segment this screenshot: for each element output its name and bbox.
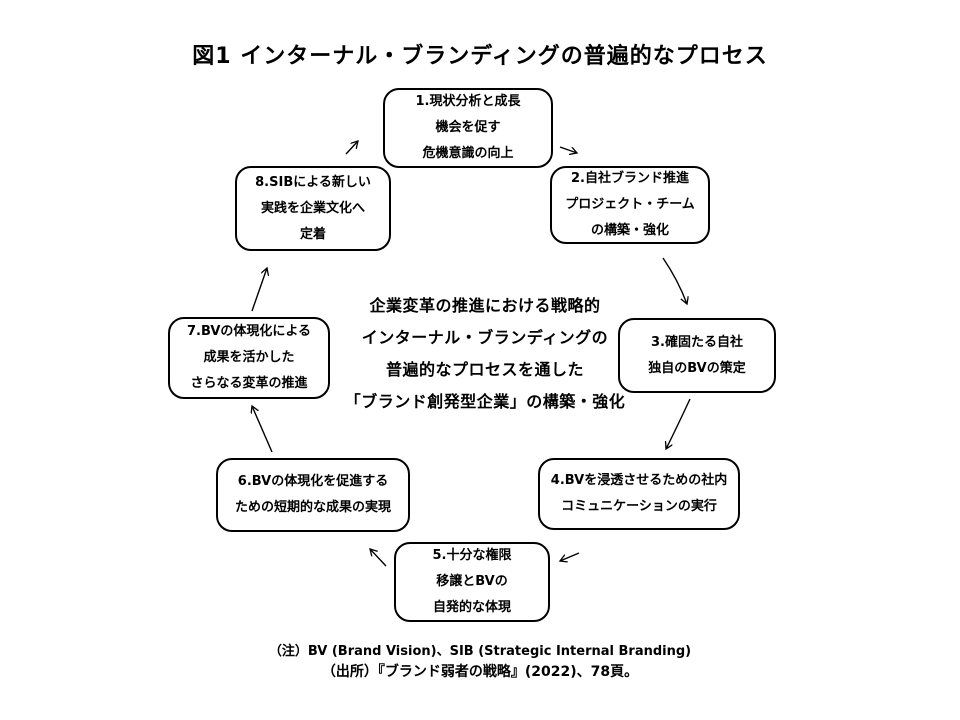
step-text-line: 6.BVの体現化を促進する: [237, 474, 389, 489]
step-text-line: 5.十分な権限: [432, 548, 512, 563]
arrow-step5-to-step6: [370, 549, 387, 567]
process-step-8: 8.SIBによる新しい 実践を企業文化へ 定着: [235, 166, 391, 251]
arrow-step1-to-step2: [559, 146, 577, 153]
center-statement: 企業変革の推進における戦略的 インターナル・ブランディングの 普遍的なプロセスを…: [320, 290, 650, 418]
step-text-line: コミュニケーションの実行: [561, 499, 717, 514]
step-text-line: 自発的な体現: [432, 600, 511, 615]
step-text-line: 危機意識の向上: [422, 146, 514, 161]
center-statement-line: インターナル・ブランディングの: [361, 328, 609, 347]
center-statement-line: 「ブランド創発型企業」の構築・強化: [344, 392, 626, 411]
note-line: （注）BV (Brand Vision)、SIB (Strategic Inte…: [268, 644, 692, 659]
process-step-7: 7.BVの体現化による 成果を活かした さらなる変革の推進: [168, 317, 330, 399]
step-text-line: 機会を促す: [435, 120, 501, 135]
step-text-line: 実践を企業文化へ: [260, 200, 365, 216]
step-text-line: 定着: [299, 226, 326, 242]
source-line: （出所）『ブランド弱者の戦略』(2022)、78頁。: [321, 664, 639, 680]
process-step-6: 6.BVの体現化を促進する ための短期的な成果の実現: [216, 458, 410, 532]
center-statement-line: 企業変革の推進における戦略的: [369, 296, 601, 315]
step-text-line: ための短期的な成果の実現: [234, 500, 391, 515]
process-step-2: 2.自社ブランド推進 プロジェクト・チーム の構築・強化: [550, 166, 710, 244]
arrow-step6-to-step7: [252, 406, 273, 453]
diagram-title: 図1 インターナル・ブランディングの普遍的なプロセス: [192, 44, 768, 69]
step-text-line: 3.確固たる自社: [651, 334, 743, 350]
arrow-step8-to-step1: [345, 141, 358, 155]
center-statement-line: 普遍的なプロセスを通した: [385, 360, 584, 379]
step-text-line: 7.BVの体現化による: [186, 324, 312, 339]
footnotes: （注）BV (Brand Vision)、SIB (Strategic Inte…: [0, 642, 960, 682]
step-text-line: 1.現状分析と成長: [415, 94, 521, 109]
step-text-line: プロジェクト・チーム: [565, 197, 695, 212]
step-text-line: の構築・強化: [590, 223, 669, 238]
process-step-4: 4.BVを浸透させるための社内 コミュニケーションの実行: [538, 458, 740, 530]
arrow-step4-to-step5: [560, 552, 580, 561]
arrow-step2-to-step3: [662, 257, 687, 304]
step-text-line: 8.SIBによる新しい: [255, 174, 371, 190]
step-text-line: 移譲とBVの: [436, 574, 508, 589]
process-step-5: 5.十分な権限 移譲とBVの 自発的な体現: [394, 542, 550, 622]
step-text-line: 独自のBVの策定: [648, 360, 746, 376]
step-text-line: 成果を活かした: [203, 350, 295, 365]
step-text-line: 2.自社ブランド推進: [571, 171, 689, 186]
step-text-line: 4.BVを浸透させるための社内: [550, 473, 728, 488]
step-text-line: さらなる変革の推進: [190, 376, 308, 391]
process-step-1: 1.現状分析と成長 機会を促す 危機意識の向上: [383, 88, 553, 168]
arrow-step7-to-step8: [251, 268, 267, 312]
process-step-3: 3.確固たる自社 独自のBVの策定: [618, 318, 776, 393]
arrow-step3-to-step4: [666, 398, 691, 449]
